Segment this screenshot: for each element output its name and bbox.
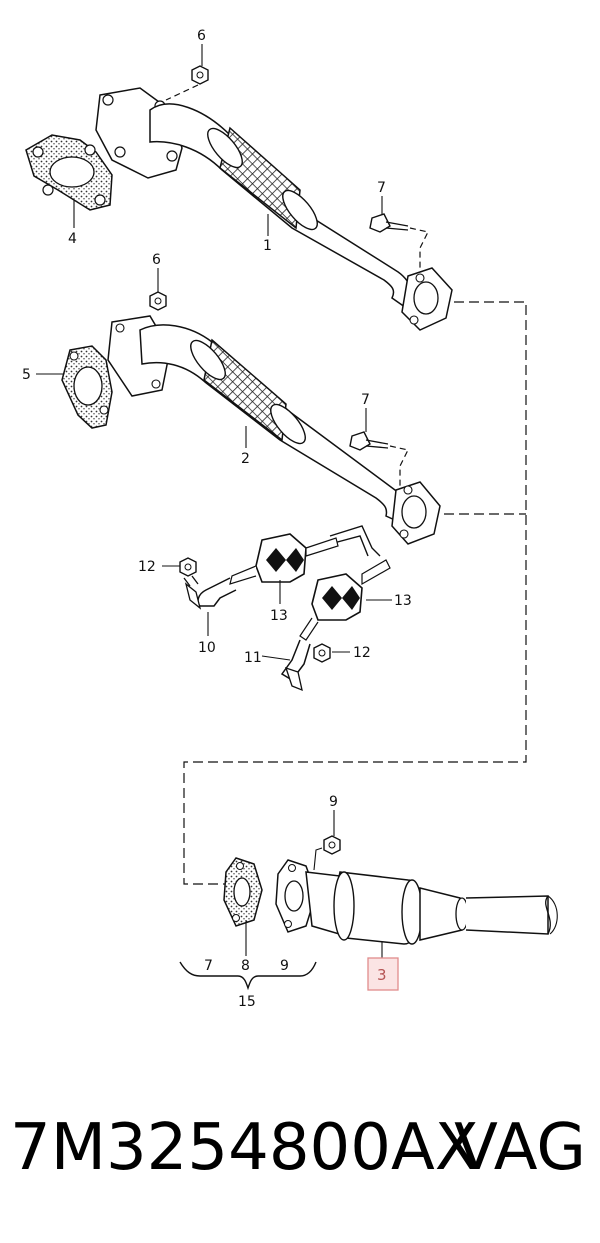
nut-12-right xyxy=(313,643,331,663)
callout-2: 2 xyxy=(241,451,250,467)
callout-9-lower: 9 xyxy=(280,958,289,974)
highlight-box xyxy=(367,957,399,991)
callout-12-left: 12 xyxy=(138,559,156,575)
callout-7-upper: 7 xyxy=(377,180,386,196)
callout-8: 8 xyxy=(241,958,250,974)
callout-15: 15 xyxy=(238,994,256,1010)
nut-middle xyxy=(149,291,167,311)
callout-1: 1 xyxy=(263,238,272,254)
callout-9-upper: 9 xyxy=(329,794,338,810)
nut-upper xyxy=(165,65,209,101)
leader-lines xyxy=(36,44,392,958)
routing-lines xyxy=(183,301,527,885)
catalytic-converter xyxy=(275,859,558,945)
callout-12-right: 12 xyxy=(353,645,371,661)
callout-5: 5 xyxy=(22,367,31,383)
rubber-hanger-left xyxy=(229,533,339,585)
bracket-left xyxy=(183,575,237,610)
callout-3: 3 xyxy=(377,966,387,984)
part-number: 7M3254800AX xyxy=(10,1111,479,1185)
callout-13-left: 13 xyxy=(270,608,288,624)
front-pipe-middle xyxy=(107,315,441,557)
group-bracket-15 xyxy=(179,961,317,991)
gasket-upper xyxy=(25,134,113,211)
gasket-middle xyxy=(61,345,113,429)
bolt-upper xyxy=(369,213,429,272)
callout-11: 11 xyxy=(244,650,262,666)
callout-6-middle: 6 xyxy=(152,252,161,268)
rubber-hanger-right xyxy=(299,559,391,641)
nut-12-left xyxy=(179,557,197,577)
nut-lower xyxy=(313,835,341,871)
callout-6-upper: 6 xyxy=(197,28,206,44)
callout-10: 10 xyxy=(198,640,216,656)
gasket-lower xyxy=(223,857,263,927)
callout-13-right: 13 xyxy=(394,593,412,609)
callout-7-lower: 7 xyxy=(204,958,213,974)
callout-4: 4 xyxy=(68,231,77,247)
callout-7-middle: 7 xyxy=(361,392,370,408)
bracket-right xyxy=(280,639,311,692)
front-pipe-upper xyxy=(95,87,453,331)
bolt-middle xyxy=(349,431,409,488)
brand-name: VAG xyxy=(454,1111,586,1185)
